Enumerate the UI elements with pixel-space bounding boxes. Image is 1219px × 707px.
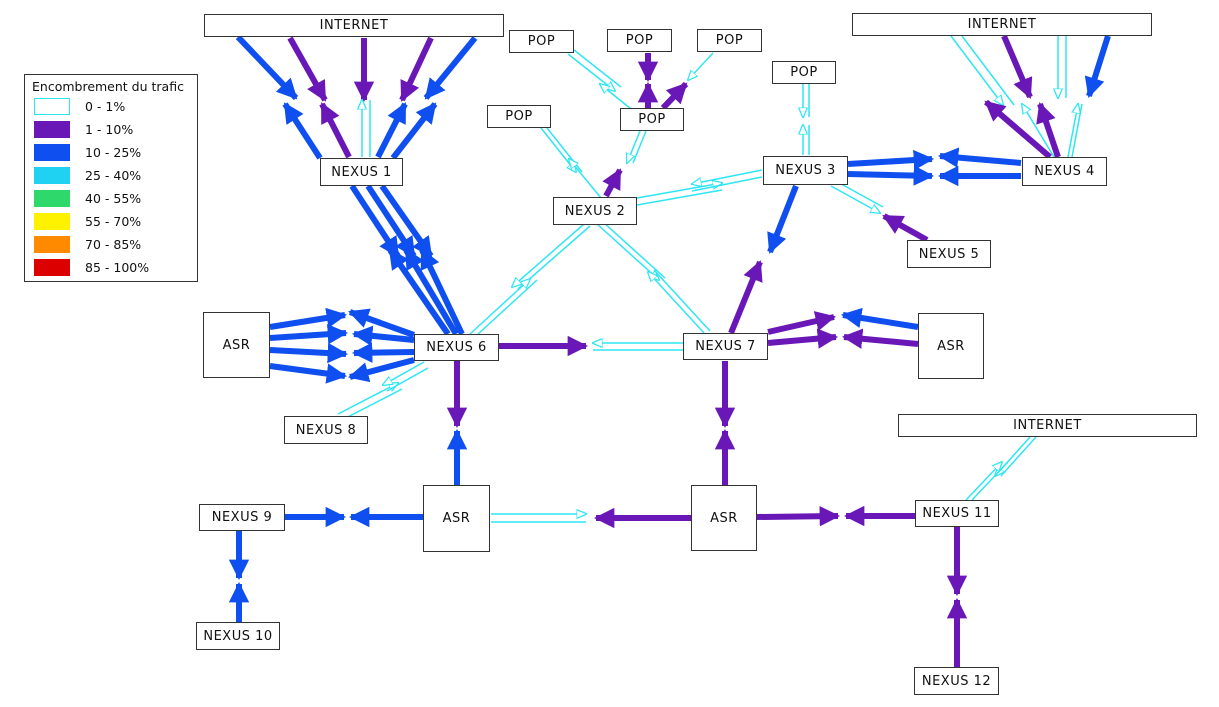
link-pop-cluster (540, 49, 810, 199)
link-asr-bottom-left-asr-bottom-right (491, 507, 691, 529)
legend-label: 40 - 55% (85, 191, 142, 206)
node-nexus-10[interactable]: NEXUS 10 (196, 622, 280, 650)
legend-item: 1 - 10% (34, 121, 194, 138)
node-pop-1[interactable]: POP (509, 30, 574, 53)
legend-swatch (34, 98, 70, 115)
link-nexus-3-nexus-7 (728, 184, 799, 335)
node-nexus-4[interactable]: NEXUS 4 (1022, 157, 1107, 186)
legend-item: 10 - 25% (34, 144, 194, 161)
legend-swatch (34, 236, 70, 253)
legend-swatch (34, 144, 70, 161)
node-nexus-5[interactable]: NEXUS 5 (907, 240, 991, 268)
legend-swatch (34, 167, 70, 184)
node-internet-right[interactable]: INTERNET (852, 13, 1152, 36)
legend-item: 85 - 100% (34, 259, 194, 276)
link-nexus-3-nexus-5 (830, 179, 929, 243)
node-pop-2[interactable]: POP (607, 29, 672, 52)
node-asr-bottom-right[interactable]: ASR (691, 485, 757, 551)
node-asr-bottom-left[interactable]: ASR (423, 485, 490, 552)
node-pop-4[interactable]: POP (620, 108, 684, 131)
legend-label: 25 - 40% (85, 168, 142, 183)
node-pop-5[interactable]: POP (487, 105, 551, 128)
legend-item: 40 - 55% (34, 190, 194, 207)
node-asr-right[interactable]: ASR (918, 313, 984, 379)
link-nexus-2-nexus-3 (636, 169, 763, 206)
legend-label: 70 - 85% (85, 237, 142, 252)
node-internet-left[interactable]: INTERNET (204, 14, 504, 37)
node-pop-6[interactable]: POP (772, 61, 836, 84)
legend-label: 55 - 70% (85, 214, 142, 229)
node-nexus-3[interactable]: NEXUS 3 (763, 156, 848, 185)
link-nexus-2-nexus-7 (596, 221, 711, 334)
legend-swatch (34, 121, 70, 138)
node-nexus-9[interactable]: NEXUS 9 (199, 504, 285, 531)
link-nexus-3-nexus-4 (847, 147, 1022, 187)
node-pop-3[interactable]: POP (697, 29, 762, 52)
legend-swatch (34, 190, 70, 207)
link-nexus-1-nexus-6 (349, 184, 465, 336)
legend-item: 0 - 1% (34, 98, 194, 115)
link-asr-left-nexus-6 (269, 307, 416, 384)
traffic-legend: Encombrement du trafic 0 - 1% 1 - 10% 10… (24, 74, 198, 282)
link-nexus-2-nexus-6 (469, 223, 591, 336)
legend-item: 25 - 40% (34, 167, 194, 184)
legend-item: 70 - 85% (34, 236, 194, 253)
legend-label: 10 - 25% (85, 145, 142, 160)
legend-item: 55 - 70% (34, 213, 194, 230)
node-nexus-7[interactable]: NEXUS 7 (683, 333, 768, 360)
node-nexus-12[interactable]: NEXUS 12 (914, 667, 999, 695)
legend-title: Encombrement du trafic (32, 79, 184, 94)
legend-label: 0 - 1% (85, 99, 126, 114)
node-asr-left[interactable]: ASR (203, 312, 270, 378)
link-nexus-8-nexus-6 (337, 361, 429, 421)
link-internet-left-nexus-1 (235, 34, 478, 160)
link-asr-right-nexus-7 (767, 307, 919, 349)
link-internet-right-nexus-4 (950, 34, 1111, 160)
link-asr-bottom-right-nexus-11 (756, 505, 915, 527)
node-nexus-11[interactable]: NEXUS 11 (915, 500, 999, 527)
legend-swatch (34, 259, 70, 276)
legend-swatch (34, 213, 70, 230)
node-nexus-1[interactable]: NEXUS 1 (320, 158, 403, 186)
legend-label: 1 - 10% (85, 122, 134, 137)
link-nexus-6-nexus-7 (499, 335, 683, 357)
node-nexus-8[interactable]: NEXUS 8 (284, 416, 368, 444)
link-internet-bottom-nexus-11 (965, 436, 1037, 501)
node-nexus-6[interactable]: NEXUS 6 (414, 334, 499, 361)
node-nexus-2[interactable]: NEXUS 2 (553, 197, 637, 225)
legend-label: 85 - 100% (85, 260, 150, 275)
node-internet-bottom[interactable]: INTERNET (898, 414, 1197, 437)
